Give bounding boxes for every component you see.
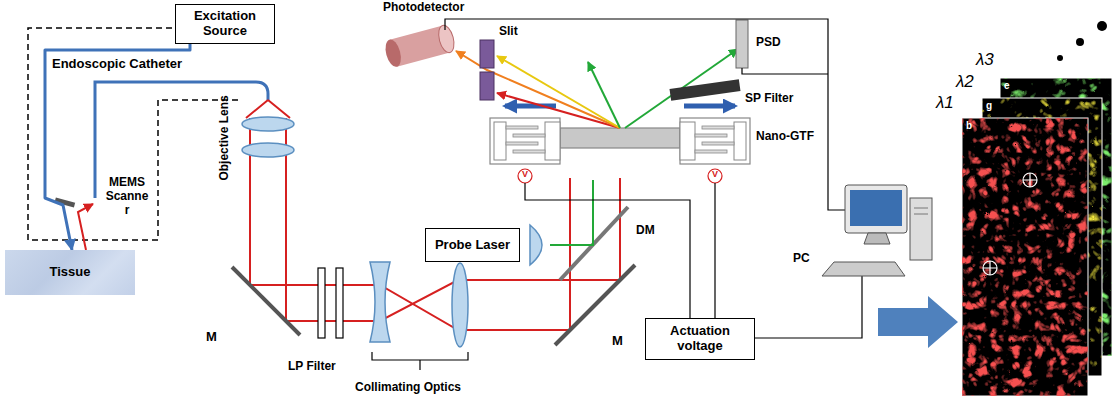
part-label: Slit — [499, 25, 518, 39]
illustration-part — [962, 118, 1088, 396]
lens — [242, 143, 294, 157]
node-text: Tissue — [50, 265, 91, 280]
illustration-part — [983, 261, 997, 275]
tissue-block: Tissue — [5, 250, 135, 295]
convex-lens — [452, 263, 468, 347]
voltage-symbol: V — [708, 169, 722, 179]
illustration-part — [914, 214, 928, 215]
probe-beam — [550, 180, 593, 245]
part-label: Objective Lens — [217, 95, 231, 180]
wire — [445, 19, 862, 338]
wavelength-label: λ3 — [976, 50, 994, 70]
lp-filter — [336, 268, 343, 338]
emission-cone — [246, 100, 290, 118]
lp-filter — [318, 268, 325, 338]
ellipsis-dot — [1057, 55, 1063, 61]
illustration-part — [506, 126, 538, 129]
panel-letter: e — [1004, 80, 1010, 92]
illustration-part — [702, 126, 734, 129]
illustration-part — [513, 134, 545, 137]
illustration-part — [680, 118, 750, 164]
illustration-part — [695, 150, 727, 153]
part-label: PSD — [756, 36, 781, 50]
catheter-outline — [28, 28, 238, 240]
illustration-part — [383, 38, 404, 69]
wavelength-label: λ1 — [936, 93, 954, 113]
laser-box: Probe Laser — [425, 228, 520, 262]
sp-filter — [670, 79, 741, 101]
pc-icon — [822, 185, 932, 276]
part-label: MEMS Scanne r — [102, 176, 152, 217]
diffracted-ray — [497, 56, 620, 128]
illustration-part — [708, 169, 722, 183]
illustration-part — [983, 173, 1037, 275]
bracket — [372, 352, 468, 370]
illustration-part — [914, 208, 928, 209]
node-text: Excitation Source — [182, 9, 268, 39]
illustration-part — [680, 122, 695, 160]
illustration-part — [734, 122, 746, 160]
illustration-part — [490, 118, 560, 164]
mirror-label: M — [612, 334, 623, 349]
illustration-part — [436, 24, 457, 55]
illustration-part — [850, 190, 902, 226]
illustration-part — [962, 118, 1088, 396]
mirror — [232, 267, 300, 335]
illustration-part — [513, 150, 545, 153]
ellipsis-dot — [1076, 38, 1084, 46]
illustration-part — [822, 262, 905, 276]
illustration-part — [864, 233, 890, 244]
ellipsis-dot — [1097, 21, 1107, 31]
concave-lens — [370, 262, 390, 342]
lens — [242, 117, 294, 131]
psd — [736, 20, 748, 68]
part-label: SP Filter — [745, 92, 793, 106]
emission-beam — [250, 118, 620, 330]
part-label: Endoscopic Catheter — [52, 57, 182, 72]
illustration-part — [983, 261, 997, 275]
part-label: Collimating Optics — [355, 381, 461, 395]
illustration-part — [545, 122, 560, 160]
emission-ray — [78, 204, 93, 250]
voltage-symbol: V — [518, 169, 532, 179]
flow-arrow — [878, 296, 958, 348]
photodetector — [383, 24, 457, 69]
part-label: Nano-GTF — [756, 130, 814, 144]
part-label: PC — [793, 252, 810, 266]
diffracted-ray — [497, 93, 620, 128]
illustration-part — [680, 118, 750, 164]
mirror — [555, 265, 635, 345]
motion-arrow — [684, 104, 735, 109]
voltage-box: Actuation voltage — [645, 318, 755, 360]
node-text: Probe Laser — [435, 238, 510, 253]
illustration-part — [910, 198, 932, 260]
lens — [530, 225, 542, 265]
diffracted-ray — [588, 62, 620, 128]
slit — [480, 40, 494, 68]
panel-letter: g — [986, 100, 992, 112]
illustration-part — [494, 122, 506, 160]
illustration-part — [518, 169, 532, 183]
panel-letter: b — [966, 120, 972, 132]
illustration-part — [1023, 173, 1037, 187]
part-label: Photodetector — [383, 1, 464, 15]
slit — [480, 72, 494, 100]
illustration-part — [560, 128, 680, 148]
illustration-part — [506, 142, 538, 145]
illustration-part — [490, 118, 560, 164]
node-text: Actuation voltage — [652, 324, 748, 354]
illustration-part — [702, 142, 734, 145]
illustration-part — [845, 185, 907, 233]
light-path — [45, 44, 190, 250]
source-box: Excitation Source — [175, 4, 275, 44]
illustration-part — [695, 134, 727, 137]
mirror-label: M — [206, 330, 217, 345]
part-label: LP Filter — [288, 360, 336, 374]
image-stack — [962, 78, 1112, 396]
wavelength-label: λ2 — [956, 72, 974, 92]
part-label: DM — [636, 224, 655, 238]
illustration-part — [1023, 173, 1037, 187]
